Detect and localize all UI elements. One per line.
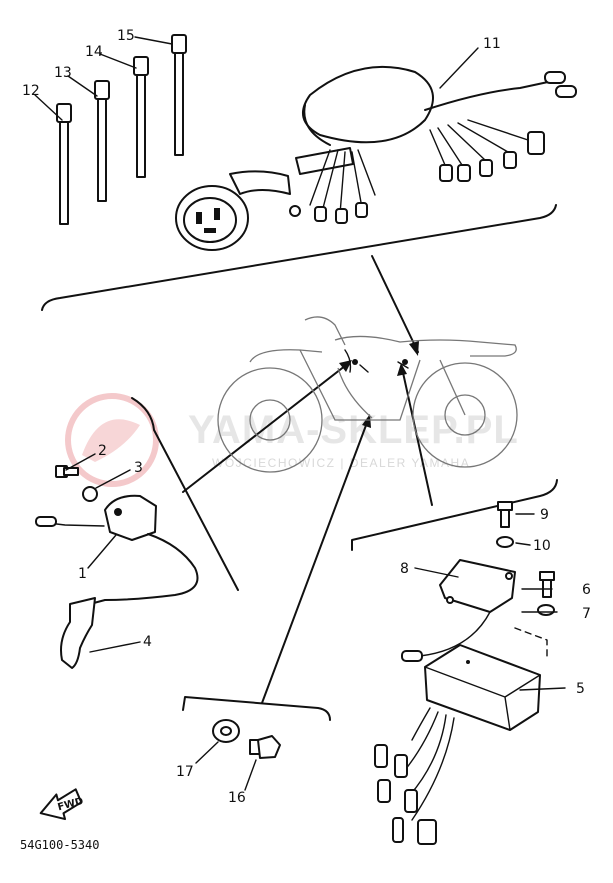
part-label-3: 3	[134, 460, 143, 476]
pointer-arrowhead-left	[339, 360, 352, 372]
bolt-2	[55, 465, 79, 478]
part-label-4: 4	[143, 634, 152, 650]
diagram-code: 54G100-5340	[20, 838, 99, 852]
cable-tie-12	[56, 103, 72, 225]
washer-7	[537, 604, 555, 616]
pointer-line-bottom	[261, 419, 369, 704]
pointer-line-top	[371, 255, 419, 353]
cable-tie-15	[171, 34, 187, 156]
part-label-15: 15	[117, 28, 135, 44]
leader-lines	[34, 36, 566, 791]
part-label-11: 11	[483, 36, 501, 52]
right-group-bracket	[351, 479, 558, 551]
bolt-9	[497, 501, 513, 528]
fwd-arrow: FWD	[39, 788, 85, 821]
cdi-unit	[374, 644, 541, 845]
part-label-17: 17	[176, 764, 194, 780]
washer-10	[496, 536, 514, 548]
part-label-9: 9	[540, 507, 549, 523]
top-group-bracket	[41, 204, 557, 311]
cable-tie-13	[94, 80, 110, 202]
part-label-13: 13	[54, 65, 72, 81]
pointer-arrowhead-right	[397, 363, 407, 376]
ignition-coil	[35, 494, 199, 605]
part-label-10: 10	[533, 538, 551, 554]
bolt-16	[249, 735, 281, 759]
part-label-6: 6	[582, 582, 591, 598]
spark-plug-cap	[60, 597, 96, 669]
dashed-mounting-line	[514, 627, 548, 661]
wire-harness	[229, 65, 577, 224]
left-group-bracket	[131, 397, 239, 591]
part-label-8: 8	[400, 561, 409, 577]
pointer-arrowhead-bottom	[362, 414, 371, 428]
part-label-12: 12	[22, 83, 40, 99]
part-label-1: 1	[78, 566, 87, 582]
cable-tie-14	[133, 56, 149, 178]
pointer-arrowhead-top	[409, 341, 419, 356]
pointer-line-left	[182, 361, 351, 493]
watermark-brand: YAMA-SKLEP.PL	[188, 408, 519, 452]
part-label-2: 2	[98, 443, 107, 459]
part-label-14: 14	[85, 44, 103, 60]
watermark-sub: WOJCIECHOWICZ | DEALER YAMAHA	[212, 456, 470, 470]
part-label-5: 5	[576, 681, 585, 697]
bottom-group-bracket	[182, 696, 331, 721]
washer-17	[212, 719, 240, 743]
washer-3	[82, 486, 98, 502]
part-label-7: 7	[582, 606, 591, 622]
part-label-16: 16	[228, 790, 246, 806]
part-labels: 12 13 14 15 11 2 3 1 4 9 10 8 6 7 5 17 1…	[22, 28, 591, 806]
main-switch	[175, 185, 249, 251]
motorcycle-silhouette	[217, 316, 518, 473]
voltage-regulator	[401, 559, 516, 662]
bolt-6	[539, 571, 555, 598]
